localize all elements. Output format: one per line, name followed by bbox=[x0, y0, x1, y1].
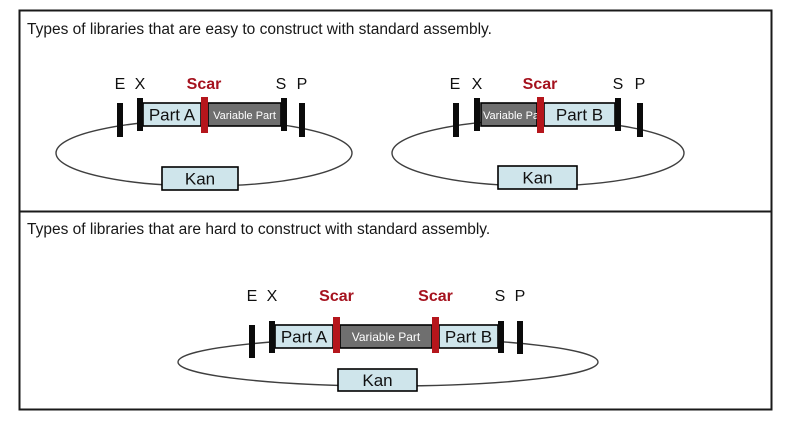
site-x-label: X bbox=[472, 76, 483, 93]
site-s-label: S bbox=[613, 76, 624, 93]
site-e-label: E bbox=[450, 76, 461, 93]
kan-marker-box bbox=[337, 368, 418, 392]
site-p-label: P bbox=[635, 76, 646, 93]
site-e-label: E bbox=[247, 288, 258, 305]
scar-bar bbox=[432, 317, 439, 353]
outer-border bbox=[18, 9, 773, 411]
site-p-label: P bbox=[515, 288, 526, 305]
scar-label: Scar bbox=[187, 76, 222, 93]
panel-easy-title: Types of libraries that are easy to cons… bbox=[27, 21, 492, 38]
kan-marker-box bbox=[497, 165, 578, 190]
site-x-bar bbox=[474, 98, 480, 131]
kan-label: Kan bbox=[362, 371, 392, 390]
scar-label: Scar bbox=[319, 288, 354, 305]
site-s-label: S bbox=[276, 76, 287, 93]
part-a-label: Part A bbox=[149, 106, 196, 125]
part-b-label: Part B bbox=[556, 106, 603, 125]
site-e-bar bbox=[453, 103, 459, 137]
plasmid-easy-left: E X Scar S P Part A Variable Part Kan bbox=[55, 76, 353, 191]
scar-bar bbox=[333, 317, 340, 353]
site-s-bar bbox=[281, 98, 287, 131]
variable-part-label: Variable Part bbox=[213, 110, 276, 122]
part-b-label: Part B bbox=[445, 328, 492, 347]
plasmid-hard: E X Scar Scar S P Part A Variable Part P… bbox=[177, 288, 599, 392]
kan-label: Kan bbox=[185, 170, 215, 189]
plasmid-easy-right: E X Scar S P Variable Part Part B Kan bbox=[391, 76, 685, 190]
scar-label: Scar bbox=[418, 288, 453, 305]
site-x-label: X bbox=[135, 76, 146, 93]
panel-easy: Types of libraries that are easy to cons… bbox=[27, 21, 685, 191]
panel-hard-title: Types of libraries that are hard to cons… bbox=[27, 221, 490, 238]
variable-part-label: Variable Part bbox=[483, 110, 546, 122]
panel-hard: Types of libraries that are hard to cons… bbox=[27, 221, 599, 392]
site-e-bar bbox=[117, 103, 123, 137]
site-p-bar bbox=[299, 103, 305, 137]
scar-bar bbox=[201, 97, 208, 133]
site-p-label: P bbox=[297, 76, 308, 93]
part-a-label: Part A bbox=[281, 328, 328, 347]
variable-part-label: Variable Part bbox=[352, 330, 421, 344]
kan-marker-box bbox=[161, 166, 239, 191]
scar-bar bbox=[537, 97, 544, 133]
site-s-bar bbox=[615, 98, 621, 131]
site-e-bar bbox=[249, 325, 255, 358]
site-s-label: S bbox=[495, 288, 506, 305]
site-s-bar bbox=[498, 321, 504, 353]
site-p-bar bbox=[517, 321, 523, 354]
site-x-bar bbox=[269, 321, 275, 353]
site-x-bar bbox=[137, 98, 143, 131]
site-x-label: X bbox=[267, 288, 278, 305]
kan-label: Kan bbox=[522, 169, 552, 188]
scar-label: Scar bbox=[523, 76, 558, 93]
site-p-bar bbox=[637, 103, 643, 137]
site-e-label: E bbox=[115, 76, 126, 93]
